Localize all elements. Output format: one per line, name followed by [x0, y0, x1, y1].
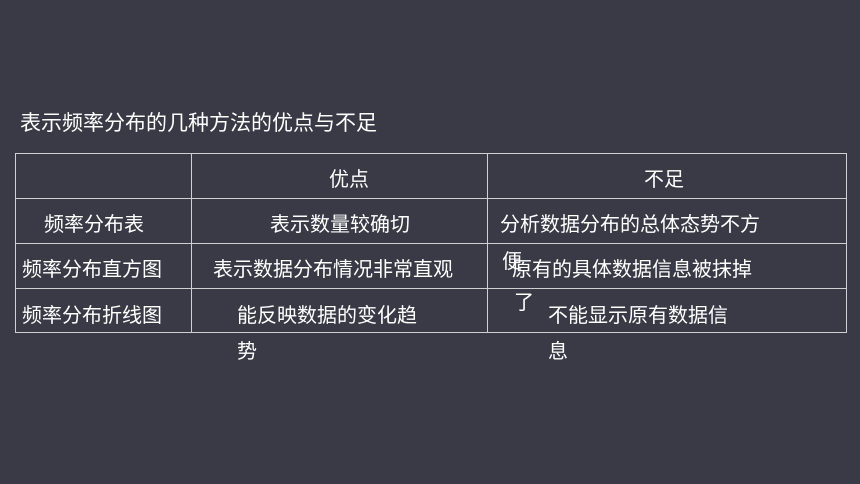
table-border-col1 — [191, 153, 192, 333]
row2-method: 频率分布直方图 — [22, 257, 162, 281]
row1-disadvantage-overflow: 便 — [502, 249, 522, 273]
header-advantage: 优点 — [329, 167, 369, 191]
table-border-row2 — [15, 243, 846, 244]
row1-disadvantage-text: 分析数据分布的总体态势不方 — [500, 212, 760, 236]
row2-advantage-text: 表示数据分布情况非常直观 — [213, 257, 453, 281]
row3-method: 频率分布折线图 — [22, 303, 162, 327]
row3-advantage: 能反映数据的变化趋 — [237, 303, 417, 327]
table-border-col2 — [487, 153, 488, 333]
table-border-row3 — [15, 288, 846, 289]
row1-advantage: 表示数量较确切 — [270, 212, 410, 236]
row3-disadvantage: 不能显示原有数据信 — [548, 303, 728, 327]
row1-disadvantage: 分析数据分布的总体态势不方 — [500, 211, 760, 237]
header-disadvantage: 不足 — [644, 167, 684, 191]
row2-disadvantage: 原有的具体数据信息被抹掉 — [512, 257, 752, 281]
table-border-row1 — [15, 198, 846, 199]
table-border-bottom — [15, 332, 846, 333]
table-border-left — [15, 153, 16, 333]
table-border-right — [846, 153, 847, 333]
row2-advantage: 表示数据分布情况非常直观 — [213, 256, 453, 282]
row2-disadvantage-overflow: 了 — [514, 290, 534, 314]
row3-advantage-overflow: 势 — [237, 339, 257, 363]
row1-method: 频率分布表 — [44, 212, 144, 236]
row3-disadvantage-overflow: 息 — [548, 339, 568, 363]
table-border-top — [15, 153, 846, 154]
slide-title: 表示频率分布的几种方法的优点与不足 — [20, 111, 377, 135]
